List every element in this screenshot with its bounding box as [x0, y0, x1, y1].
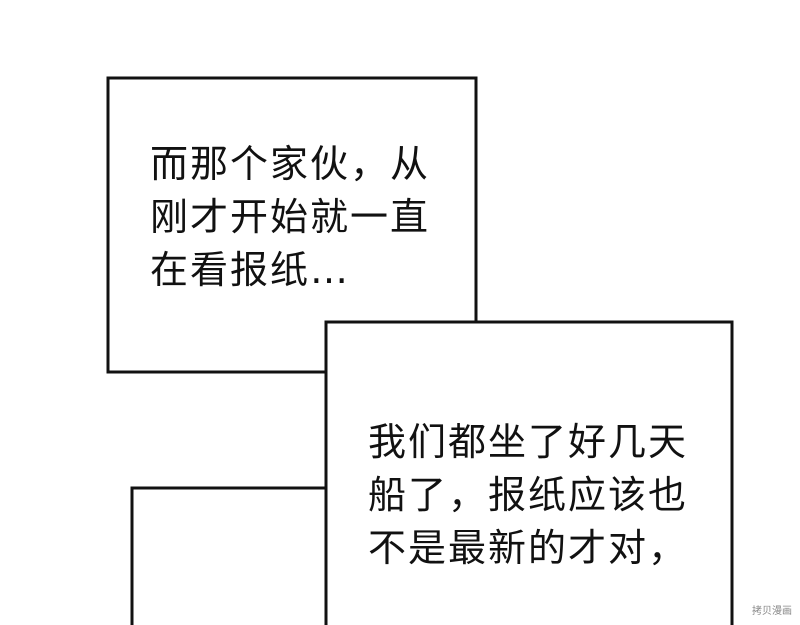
bottom-caption-text: 我们都坐了好几天 船了，报纸应该也 不是最新的才对， — [368, 416, 688, 575]
top-caption-frame — [106, 76, 478, 374]
top-caption-line-3: 在看报纸… — [150, 248, 351, 292]
bottom-caption-line-1: 我们都坐了好几天 — [368, 420, 689, 464]
bottom-caption-frame — [476, 320, 734, 625]
lower-left-panel-frame — [130, 486, 326, 625]
bottom-caption-line-2: 船了，报纸应该也 — [368, 473, 689, 517]
top-caption-line-1: 而那个家伙，从 — [150, 142, 431, 186]
bottom-caption-line-3: 不是最新的才对， — [368, 526, 689, 570]
watermark: 拷贝漫画 — [752, 606, 792, 617]
top-caption-text: 而那个家伙，从 刚才开始就一直 在看报纸… — [150, 138, 430, 297]
top-caption-line-2: 刚才开始就一直 — [150, 195, 431, 239]
